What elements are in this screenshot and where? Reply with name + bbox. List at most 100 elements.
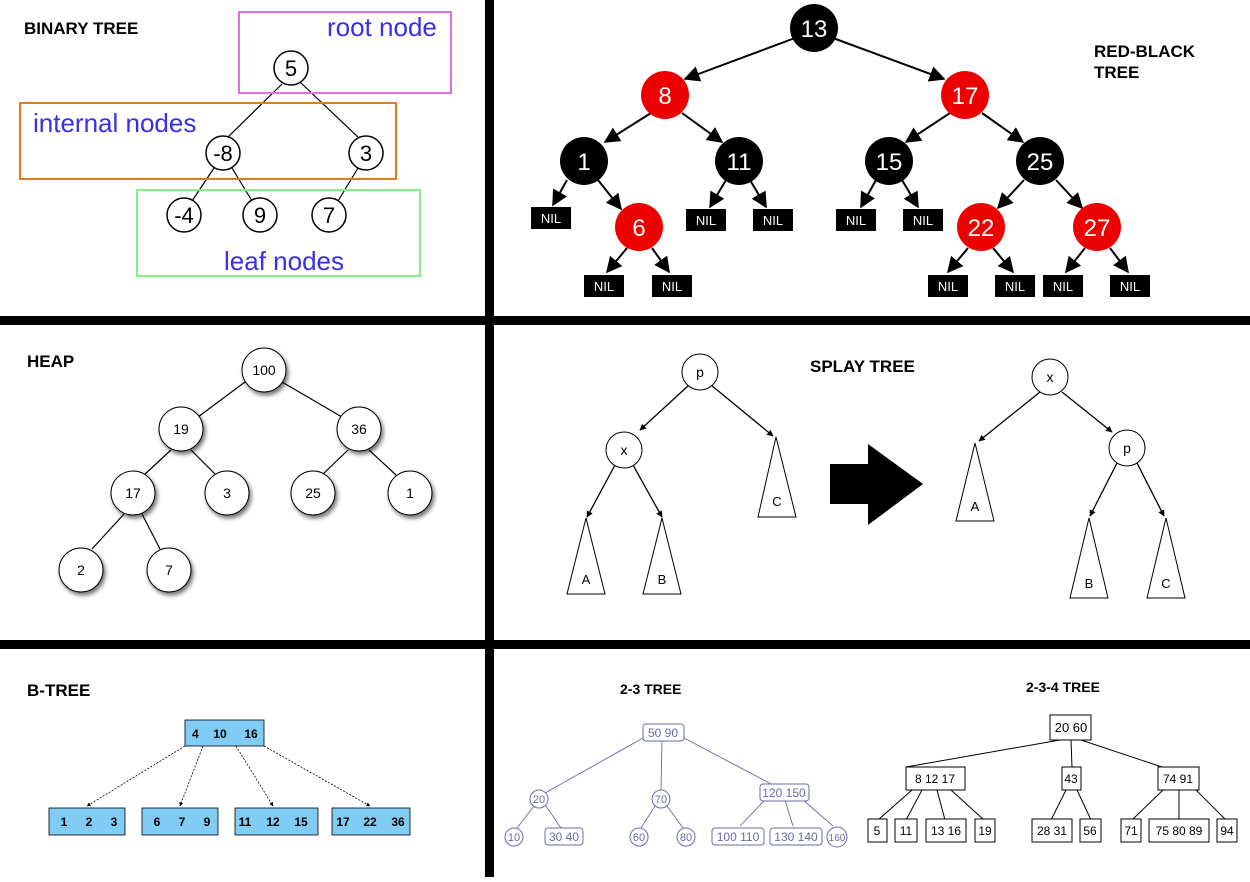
svg-text:6: 6 xyxy=(632,215,645,242)
svg-text:17: 17 xyxy=(952,83,979,110)
svg-text:8 12 17: 8 12 17 xyxy=(915,772,955,786)
subtree-triangle: A xyxy=(566,517,606,595)
b-tree-leaf-node: 1 2 3 xyxy=(48,807,126,836)
svg-text:NIL: NIL xyxy=(594,279,614,294)
splay-node: x xyxy=(1031,358,1069,396)
binary-tree-node: 9 xyxy=(242,197,278,233)
svg-text:20 60: 20 60 xyxy=(1055,720,1088,735)
rb-node-red: 6 xyxy=(615,203,663,251)
svg-text:16: 16 xyxy=(244,727,258,741)
two-three-node: 70 xyxy=(651,789,671,809)
rb-node-red: 17 xyxy=(941,71,989,119)
splay-after-edges xyxy=(978,391,1165,517)
two-three-four-leaf: 19 xyxy=(974,818,996,843)
svg-text:x: x xyxy=(1047,369,1054,385)
svg-text:5: 5 xyxy=(285,56,297,81)
b-tree-title: B-TREE xyxy=(27,681,90,700)
svg-text:130 140: 130 140 xyxy=(774,830,818,844)
two-three-leaf: 160 xyxy=(826,826,848,848)
svg-text:100: 100 xyxy=(252,362,276,378)
heap-panel: HEAP 100 19 36 17 3 25 1 2 7 xyxy=(27,347,433,593)
two-three-leaf: 60 xyxy=(629,827,649,847)
b-tree-panel: B-TREE 4 10 16 1 2 3 6 7 9 11 xyxy=(27,681,411,836)
two-three-node: 120 150 xyxy=(759,783,810,802)
root-node-label: root node xyxy=(327,12,437,42)
svg-text:1: 1 xyxy=(577,149,590,176)
svg-text:p: p xyxy=(696,364,704,380)
nil-leaf: NIL xyxy=(584,275,624,297)
splay-node: x xyxy=(605,431,643,469)
svg-text:9: 9 xyxy=(204,815,211,829)
nil-leaf: NIL xyxy=(928,275,968,297)
subtree-triangle: B xyxy=(642,517,682,595)
splay-tree-title: SPLAY TREE xyxy=(810,357,915,376)
svg-text:22: 22 xyxy=(968,215,995,242)
two-three-four-leaf: 71 xyxy=(1120,818,1142,843)
svg-text:x: x xyxy=(621,442,628,458)
svg-text:8: 8 xyxy=(658,83,671,110)
two-three-four-tree-panel: 2-3-4 TREE 20 60 8 12 17 43 74 91 5 11 1… xyxy=(867,679,1238,843)
svg-text:NIL: NIL xyxy=(1053,279,1073,294)
svg-text:17: 17 xyxy=(336,815,350,829)
svg-text:NIL: NIL xyxy=(846,213,866,228)
two-three-node: 50 90 xyxy=(642,723,685,742)
rb-node-black: 15 xyxy=(865,137,913,185)
svg-text:4: 4 xyxy=(192,727,199,741)
two-three-leaf: 130 140 xyxy=(769,827,823,846)
svg-text:50 90: 50 90 xyxy=(648,726,678,740)
svg-text:19: 19 xyxy=(978,824,992,838)
svg-text:5: 5 xyxy=(874,824,881,838)
splay-node: p xyxy=(681,353,719,391)
svg-text:27: 27 xyxy=(1084,215,1111,242)
root-node-box xyxy=(238,11,452,94)
svg-text:36: 36 xyxy=(351,421,367,437)
two-three-leaf: 30 40 xyxy=(544,827,584,846)
rb-node-red: 27 xyxy=(1073,203,1121,251)
svg-text:70: 70 xyxy=(655,794,667,806)
internal-nodes-label: internal nodes xyxy=(33,108,196,138)
nil-leaf: NIL xyxy=(1043,275,1083,297)
splay-before-edges xyxy=(586,384,774,518)
binary-tree-node: -4 xyxy=(166,197,202,233)
svg-text:A: A xyxy=(971,499,980,514)
two-three-four-tree-title: 2-3-4 TREE xyxy=(1026,679,1100,695)
b-tree-root-node: 4 10 16 xyxy=(184,719,265,747)
svg-text:30 40: 30 40 xyxy=(549,830,579,844)
nil-leaf: NIL xyxy=(753,209,793,231)
leaf-nodes-box xyxy=(136,189,421,277)
svg-text:A: A xyxy=(582,572,591,587)
svg-text:3: 3 xyxy=(360,141,372,166)
heap-node: 25 xyxy=(290,470,336,516)
svg-text:p: p xyxy=(1123,440,1131,456)
two-three-four-leaf: 56 xyxy=(1079,818,1102,843)
svg-text:19: 19 xyxy=(173,421,189,437)
svg-text:28 31: 28 31 xyxy=(1037,824,1067,838)
svg-text:10: 10 xyxy=(213,727,227,741)
svg-text:22: 22 xyxy=(363,815,377,829)
svg-text:1: 1 xyxy=(406,485,414,501)
svg-text:1: 1 xyxy=(61,815,68,829)
red-black-tree-title-line2: TREE xyxy=(1094,63,1139,82)
red-black-tree-panel: RED-BLACK TREE 13 xyxy=(531,4,1196,297)
b-tree-edges xyxy=(86,745,371,807)
svg-text:NIL: NIL xyxy=(938,279,958,294)
svg-text:12: 12 xyxy=(266,815,280,829)
svg-text:6: 6 xyxy=(154,815,161,829)
svg-text:3: 3 xyxy=(111,815,118,829)
svg-text:94: 94 xyxy=(1220,824,1234,838)
subtree-triangle: A xyxy=(955,442,995,522)
binary-tree-node: 3 xyxy=(348,135,384,171)
two-three-tree-panel: 2-3 TREE 50 90 20 70 120 150 10 30 40 60… xyxy=(504,681,848,848)
nil-leaf: NIL xyxy=(652,275,692,297)
two-three-four-leaf: 28 31 xyxy=(1031,818,1073,843)
svg-text:11: 11 xyxy=(900,824,913,838)
svg-text:20: 20 xyxy=(533,794,545,806)
heap-node: 17 xyxy=(110,470,156,516)
rb-node-black: 1 xyxy=(560,137,608,185)
two-three-tree-title: 2-3 TREE xyxy=(620,681,681,697)
rb-node-red: 22 xyxy=(957,203,1005,251)
binary-tree-panel: BINARY TREE root node internal nodes lea… xyxy=(19,11,452,277)
rb-node-black: 11 xyxy=(715,137,763,185)
svg-text:2: 2 xyxy=(77,562,85,578)
